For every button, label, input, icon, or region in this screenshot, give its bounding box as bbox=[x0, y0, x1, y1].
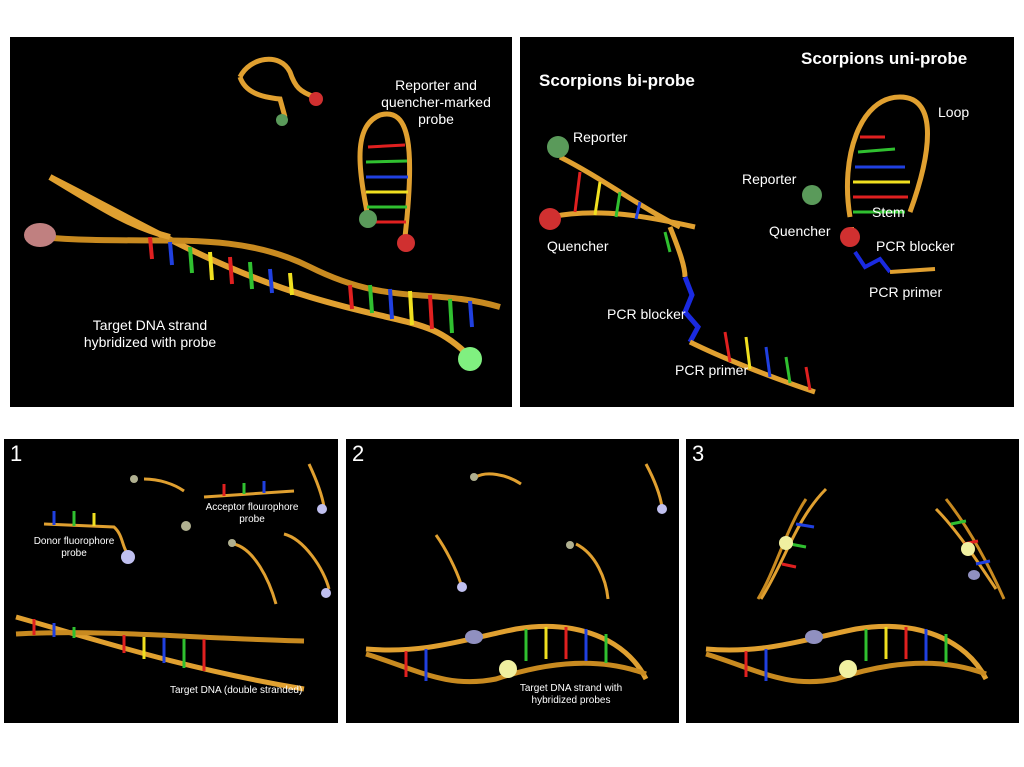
panel-reporter-quencher-probe: Reporter and quencher-marked probe Targe… bbox=[10, 37, 512, 407]
label-target-dna-hybridized-probes: Target DNA strand with hybridized probes bbox=[519, 683, 623, 706]
panel-3-illustration bbox=[705, 487, 1006, 685]
step-number-2: 2 bbox=[352, 441, 365, 466]
label-uni-loop: Loop bbox=[938, 104, 970, 120]
panel-scorpions-probes: Scorpions bi-probe Scorpions uni-probe R… bbox=[520, 37, 1014, 407]
uni-probe-illustration bbox=[802, 94, 936, 274]
label-uni-stem: Stem bbox=[872, 204, 905, 220]
heading-scorpions-bi-probe: Scorpions bi-probe bbox=[539, 71, 695, 90]
panel-b-illustration bbox=[539, 94, 936, 395]
label-uni-pcr-blocker: PCR blocker bbox=[876, 238, 955, 254]
label-bi-quencher: Quencher bbox=[547, 238, 609, 254]
marker-sphere-left bbox=[24, 223, 56, 247]
panel-1-illustration bbox=[15, 463, 331, 692]
label-uni-reporter: Reporter bbox=[742, 171, 797, 187]
panel-step-2: 2 Target DNA strand with hybridized prob… bbox=[346, 439, 679, 723]
label-reporter-quencher-probe: Reporter and quencher-marked probe bbox=[381, 77, 491, 127]
label-acceptor-fluorophore-probe: Acceptor flourophore probe bbox=[205, 502, 299, 525]
label-bi-reporter: Reporter bbox=[573, 129, 628, 145]
panel-a-illustration bbox=[24, 56, 501, 371]
bi-probe-illustration bbox=[539, 136, 816, 395]
label-bi-pcr-blocker: PCR blocker bbox=[607, 306, 686, 322]
label-uni-pcr-primer: PCR primer bbox=[869, 284, 943, 300]
panel-2-illustration bbox=[365, 463, 667, 685]
step-number-1: 1 bbox=[10, 441, 23, 466]
heading-scorpions-uni-probe: Scorpions uni-probe bbox=[801, 49, 968, 68]
label-target-dna-hybridized: Target DNA strand hybridized with probe bbox=[83, 317, 217, 350]
label-uni-quencher: Quencher bbox=[769, 223, 831, 239]
label-donor-fluorophore-probe: Donor fluorophore probe bbox=[33, 536, 115, 559]
panel-step-1: 1 Donor fluorophore probe Acceptor flour… bbox=[4, 439, 338, 723]
hairpin-probe-small bbox=[237, 56, 323, 126]
target-dna-helix bbox=[24, 174, 501, 371]
panel-step-3: 3 bbox=[686, 439, 1019, 723]
step-number-3: 3 bbox=[692, 441, 705, 466]
label-bi-pcr-primer: PCR primer bbox=[675, 362, 749, 378]
marker-sphere-right bbox=[458, 347, 482, 371]
hairpin-probe-right bbox=[357, 111, 415, 252]
label-target-dna-double-stranded: Target DNA (double stranded) bbox=[170, 685, 303, 696]
